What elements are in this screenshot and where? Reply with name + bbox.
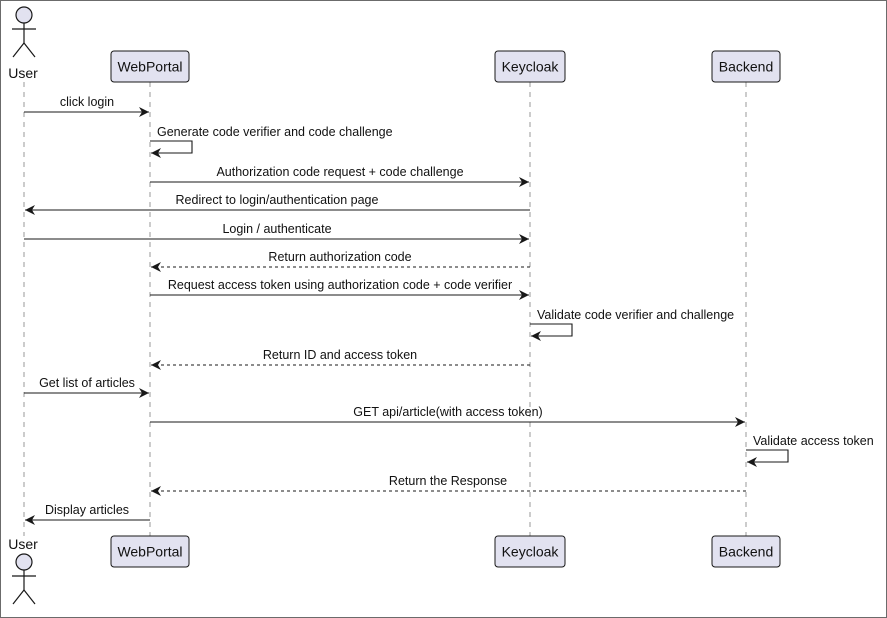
message-12: Return the Response bbox=[151, 474, 746, 496]
actor-label-bottom: User bbox=[8, 536, 38, 552]
message-label: Authorization code request + code challe… bbox=[216, 165, 463, 179]
message-13: Display articles bbox=[25, 503, 150, 525]
participant-backend-top: Backend bbox=[711, 50, 781, 83]
message-label: Validate code verifier and challenge bbox=[537, 308, 734, 322]
participant-webportal-bottom: WebPortal bbox=[110, 535, 190, 568]
participant-box bbox=[711, 535, 781, 568]
participant-box bbox=[711, 50, 781, 83]
participant-label: Backend bbox=[719, 544, 773, 560]
participant-label: WebPortal bbox=[117, 59, 182, 75]
participant-label: Backend bbox=[719, 59, 773, 75]
actor-user-top bbox=[12, 6, 36, 58]
participant-label: Keycloak bbox=[502, 544, 560, 560]
message-7: Validate code verifier and challenge bbox=[530, 308, 734, 341]
self-message-arrow bbox=[746, 449, 789, 467]
message-label: Display articles bbox=[45, 503, 129, 517]
participant-keycloak-top: Keycloak bbox=[494, 50, 566, 83]
message-label: Validate access token bbox=[753, 434, 874, 448]
message-5: Return authorization code bbox=[151, 250, 530, 272]
message-label: Generate code verifier and code challeng… bbox=[157, 125, 393, 139]
message-10: GET api/article(with access token) bbox=[150, 405, 745, 427]
message-2: Authorization code request + code challe… bbox=[150, 165, 529, 187]
message-label: click login bbox=[60, 95, 114, 109]
actor-leg bbox=[12, 42, 25, 58]
actor-head bbox=[15, 6, 33, 24]
actor-leg bbox=[23, 589, 36, 605]
message-0: click login bbox=[24, 95, 149, 117]
message-6: Request access token using authorization… bbox=[150, 278, 529, 300]
message-1: Generate code verifier and code challeng… bbox=[150, 125, 393, 158]
message-11: Validate access token bbox=[746, 434, 874, 467]
participant-backend-bottom: Backend bbox=[711, 535, 781, 568]
message-3: Redirect to login/authentication page bbox=[25, 193, 530, 215]
message-label: Return the Response bbox=[389, 474, 507, 488]
message-label: Get list of articles bbox=[39, 376, 135, 390]
actor-head bbox=[15, 553, 33, 571]
message-8: Return ID and access token bbox=[151, 348, 530, 370]
participant-label: WebPortal bbox=[117, 544, 182, 560]
participant-box bbox=[494, 50, 566, 83]
actor-leg bbox=[12, 589, 25, 605]
message-label: Return authorization code bbox=[268, 250, 411, 264]
actor-label-top: User bbox=[8, 65, 38, 81]
actor-leg bbox=[23, 42, 36, 58]
participant-box bbox=[110, 535, 190, 568]
message-label: Request access token using authorization… bbox=[168, 278, 512, 292]
participant-box bbox=[494, 535, 566, 568]
actor-user-bottom bbox=[12, 553, 36, 605]
participant-box bbox=[110, 50, 190, 83]
participant-keycloak-bottom: Keycloak bbox=[494, 535, 566, 568]
message-label: Redirect to login/authentication page bbox=[176, 193, 379, 207]
message-9: Get list of articles bbox=[24, 376, 149, 398]
self-message-arrow bbox=[150, 140, 193, 158]
self-message-arrow bbox=[530, 323, 573, 341]
participant-webportal-top: WebPortal bbox=[110, 50, 190, 83]
message-4: Login / authenticate bbox=[24, 222, 529, 244]
participant-label: Keycloak bbox=[502, 59, 560, 75]
message-label: Return ID and access token bbox=[263, 348, 417, 362]
message-label: GET api/article(with access token) bbox=[353, 405, 542, 419]
message-label: Login / authenticate bbox=[222, 222, 331, 236]
